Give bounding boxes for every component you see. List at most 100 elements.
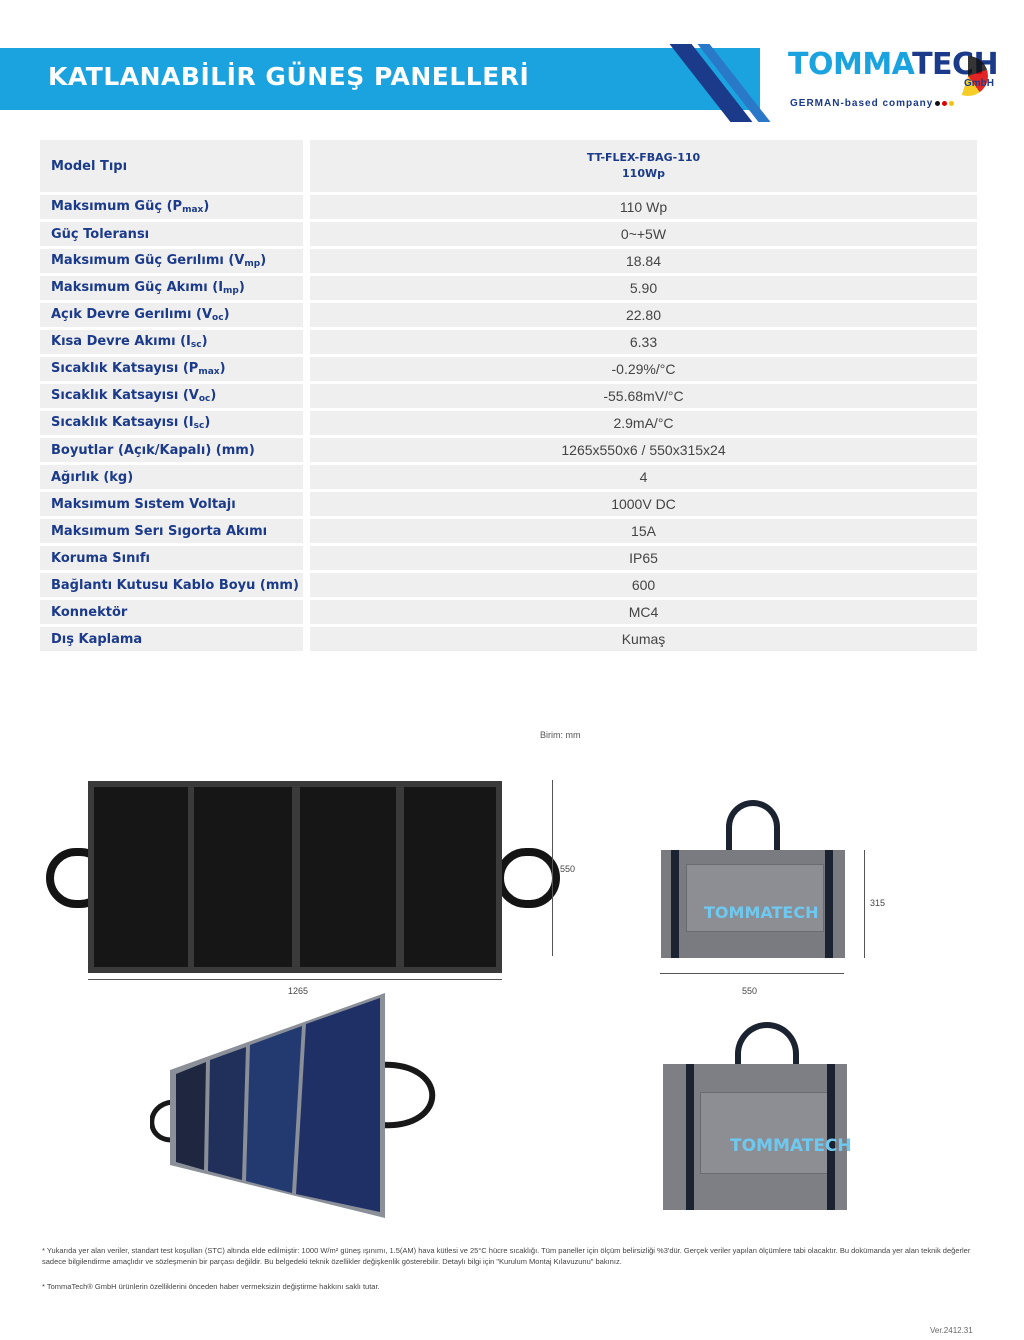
german-flag-swoosh-icon — [948, 56, 988, 96]
spec-table: Model Tıpı TT-FLEX-FBAG-110 110Wp Maksım… — [40, 137, 977, 654]
panel-cell — [94, 787, 188, 967]
spec-label: Ağırlık (kg) — [40, 465, 310, 489]
spec-label-subscript: mp — [244, 259, 261, 269]
bag-height-label: 315 — [870, 898, 886, 908]
spec-label-subscript: oc — [212, 313, 224, 323]
spec-row: Sıcaklık Katsayısı (Isc)2.9mA/°C — [40, 411, 977, 435]
brand-logo: TOMMATECH GmbH GERMAN-based company — [788, 47, 999, 114]
bag-angled-strap — [827, 1064, 835, 1210]
spec-value: 1000V DC — [310, 492, 977, 516]
spec-value: 22.80 — [310, 303, 977, 327]
spec-row-model: Model Tıpı TT-FLEX-FBAG-110 110Wp — [40, 140, 977, 192]
spec-label-text: Bağlantı Kutusu Kablo Boyu (mm) — [51, 577, 299, 593]
panel-angled-view — [150, 993, 436, 1218]
panel-width-label: 1265 — [288, 986, 309, 996]
spec-label: Konnektör — [40, 600, 310, 624]
spec-value: 6.33 — [310, 330, 977, 354]
dot-black-icon — [935, 101, 941, 106]
spec-label-text: Maksımum Güç (P — [51, 199, 183, 214]
footnote-stc: * Yukarıda yer alan veriler, standart te… — [42, 1246, 971, 1266]
spec-label-end: ) — [223, 307, 230, 322]
bag-logo: TOMMATECH — [704, 903, 819, 922]
spec-row: Sıcaklık Katsayısı (Pmax)-0.29%/°C — [40, 357, 977, 381]
logo-gmbh: GmbH — [964, 78, 994, 89]
spec-value: Kumaş — [310, 627, 977, 651]
spec-label-subscript: max — [182, 205, 204, 215]
spec-label-subscript: sc — [190, 340, 202, 350]
angled-cell — [296, 998, 380, 1212]
spec-value: 600 — [310, 573, 977, 597]
panel-cell — [194, 787, 292, 967]
angled-handle-right-icon — [377, 1061, 436, 1129]
model-power: 110Wp — [622, 167, 665, 180]
spec-label-end: ) — [260, 253, 267, 268]
spec-value: 110 Wp — [310, 195, 977, 219]
logo-part1: TOMMA — [788, 47, 913, 82]
bag-angled-logo: TOMMATECH — [730, 1136, 852, 1156]
spec-row: Boyutlar (Açık/Kapalı) (mm)1265x550x6 / … — [40, 438, 977, 462]
spec-label-text: Kısa Devre Akımı (I — [51, 334, 191, 349]
spec-label: Koruma Sınıfı — [40, 546, 310, 570]
logo-tagline: GERMAN-based company — [790, 98, 955, 109]
title-banner — [0, 48, 760, 110]
spec-label: Sıcaklık Katsayısı (Voc) — [40, 384, 310, 408]
bag-width-label: 550 — [742, 986, 758, 996]
panel-height-label: 550 — [560, 864, 576, 874]
spec-label: Boyutlar (Açık/Kapalı) (mm) — [40, 438, 310, 462]
spec-value: 1265x550x6 / 550x315x24 — [310, 438, 977, 462]
spec-value: 2.9mA/°C — [310, 411, 977, 435]
spec-row: Açık Devre Gerılımı (Voc)22.80 — [40, 303, 977, 327]
panel-cell — [404, 787, 496, 967]
spec-label-text: Konnektör — [51, 604, 128, 620]
header: KATLANABİLİR GÜNEŞ PANELLERİ TOMMATECH G… — [0, 0, 1024, 122]
spec-label: Kısa Devre Akımı (Isc) — [40, 330, 310, 354]
spec-row: Sıcaklık Katsayısı (Voc)-55.68mV/°C — [40, 384, 977, 408]
bag-angled-flap — [700, 1092, 830, 1174]
bag-strap — [671, 850, 679, 958]
spec-label-end: ) — [210, 388, 217, 403]
bag-pocket-flap — [686, 864, 824, 932]
spec-label: Güç Toleransı — [40, 222, 310, 246]
panel-cell — [300, 787, 396, 967]
spec-value: 0~+5W — [310, 222, 977, 246]
spec-label-end: ) — [203, 199, 210, 214]
panel-unfolded-front — [88, 781, 502, 973]
spec-label-text: Ağırlık (kg) — [51, 469, 134, 485]
spec-value: 18.84 — [310, 249, 977, 273]
spec-row: Koruma Sınıfı IP65 — [40, 546, 977, 570]
spec-label: Sıcaklık Katsayısı (Pmax) — [40, 357, 310, 381]
spec-value-model: TT-FLEX-FBAG-110 110Wp — [310, 140, 977, 192]
logo-tagline-text: GERMAN-based company — [790, 98, 934, 109]
spec-label-subscript: oc — [198, 394, 211, 404]
spec-label-end: ) — [219, 361, 226, 376]
spec-label-subscript: sc — [193, 421, 205, 431]
spec-label-text: Dış Kaplama — [51, 631, 143, 647]
bag-strap — [825, 850, 833, 958]
unit-label: Birim: mm — [540, 730, 581, 740]
spec-value: MC4 — [310, 600, 977, 624]
angled-cell — [246, 1026, 302, 1193]
angled-cell — [208, 1047, 246, 1180]
spec-label-text: Maksımum Güç Gerılımı (V — [51, 253, 245, 268]
spec-label: Maksımum Serı Sıgorta Akımı — [40, 519, 310, 543]
spec-row: Maksımum Güç Gerılımı (Vmp) 18.84 — [40, 249, 977, 273]
spec-row: Konnektör MC4 — [40, 600, 977, 624]
model-name: TT-FLEX-FBAG-110 — [586, 151, 701, 164]
spec-value: -0.29%/°C — [310, 357, 977, 381]
spec-label: Dış Kaplama — [40, 627, 310, 651]
spec-row: Ağırlık (kg) 4 — [40, 465, 977, 489]
page-title: KATLANABİLİR GÜNEŞ PANELLERİ — [48, 62, 530, 91]
version-label: Ver.2412.31 — [930, 1326, 973, 1335]
spec-row: Dış Kaplama Kumaş — [40, 627, 977, 651]
spec-label-text: Koruma Sınıfı — [51, 550, 150, 566]
spec-label-end: ) — [204, 415, 211, 430]
spec-row: Maksımum Güç (Pmax) 110 Wp — [40, 195, 977, 219]
spec-value: IP65 — [310, 546, 977, 570]
spec-label: Model Tıpı — [40, 140, 310, 192]
spec-value: -55.68mV/°C — [310, 384, 977, 408]
dot-yellow-icon — [949, 101, 955, 106]
spec-value: 4 — [310, 465, 977, 489]
